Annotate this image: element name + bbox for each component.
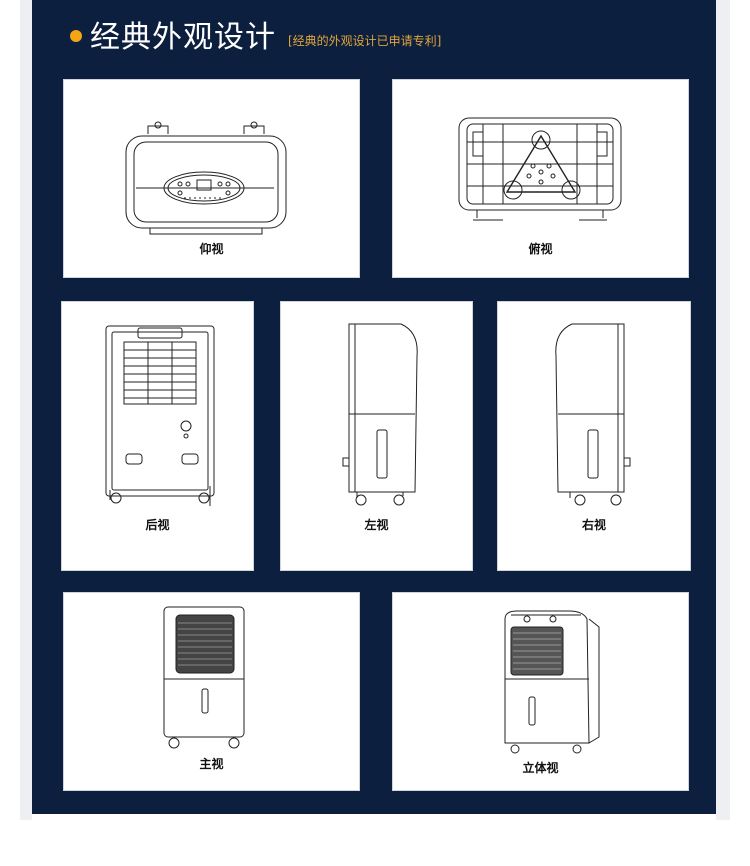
iso-view-drawing (504, 610, 600, 754)
view-card-bottom: 仰视 (63, 79, 360, 278)
page-margin-left (0, 0, 20, 820)
caption-back-view: 后视 (145, 518, 170, 532)
page-shade-right (716, 0, 730, 820)
caption-iso-view: 立体视 (522, 761, 559, 775)
left-view-drawing (342, 323, 418, 506)
section-title: 经典外观设计 (90, 20, 276, 55)
view-card-top: 俯视 (392, 79, 689, 278)
view-card-right: 右视 (497, 301, 691, 571)
caption-right-view: 右视 (581, 518, 606, 532)
caption-bottom-view: 仰视 (199, 242, 224, 256)
view-card-back: 后视 (61, 301, 254, 571)
caption-front-view: 主视 (199, 757, 224, 771)
back-view-drawing (105, 325, 215, 506)
section-header: 经典外观设计 [经典的外观设计已申请专利] (70, 14, 442, 55)
section-subtitle: [经典的外观设计已申请专利] (288, 33, 442, 48)
front-view-drawing (163, 606, 245, 749)
page-shade-left (20, 0, 32, 820)
right-view-drawing (555, 323, 631, 506)
bottom-view-drawing (125, 121, 287, 235)
caption-top-view: 俯视 (528, 242, 553, 256)
view-card-front: 主视 (63, 592, 360, 791)
view-card-iso: 立体视 (392, 592, 689, 791)
top-view-drawing (458, 117, 622, 221)
caption-left-view: 左视 (364, 518, 389, 532)
view-card-left: 左视 (280, 301, 473, 571)
bullet-dot-icon (70, 30, 82, 42)
